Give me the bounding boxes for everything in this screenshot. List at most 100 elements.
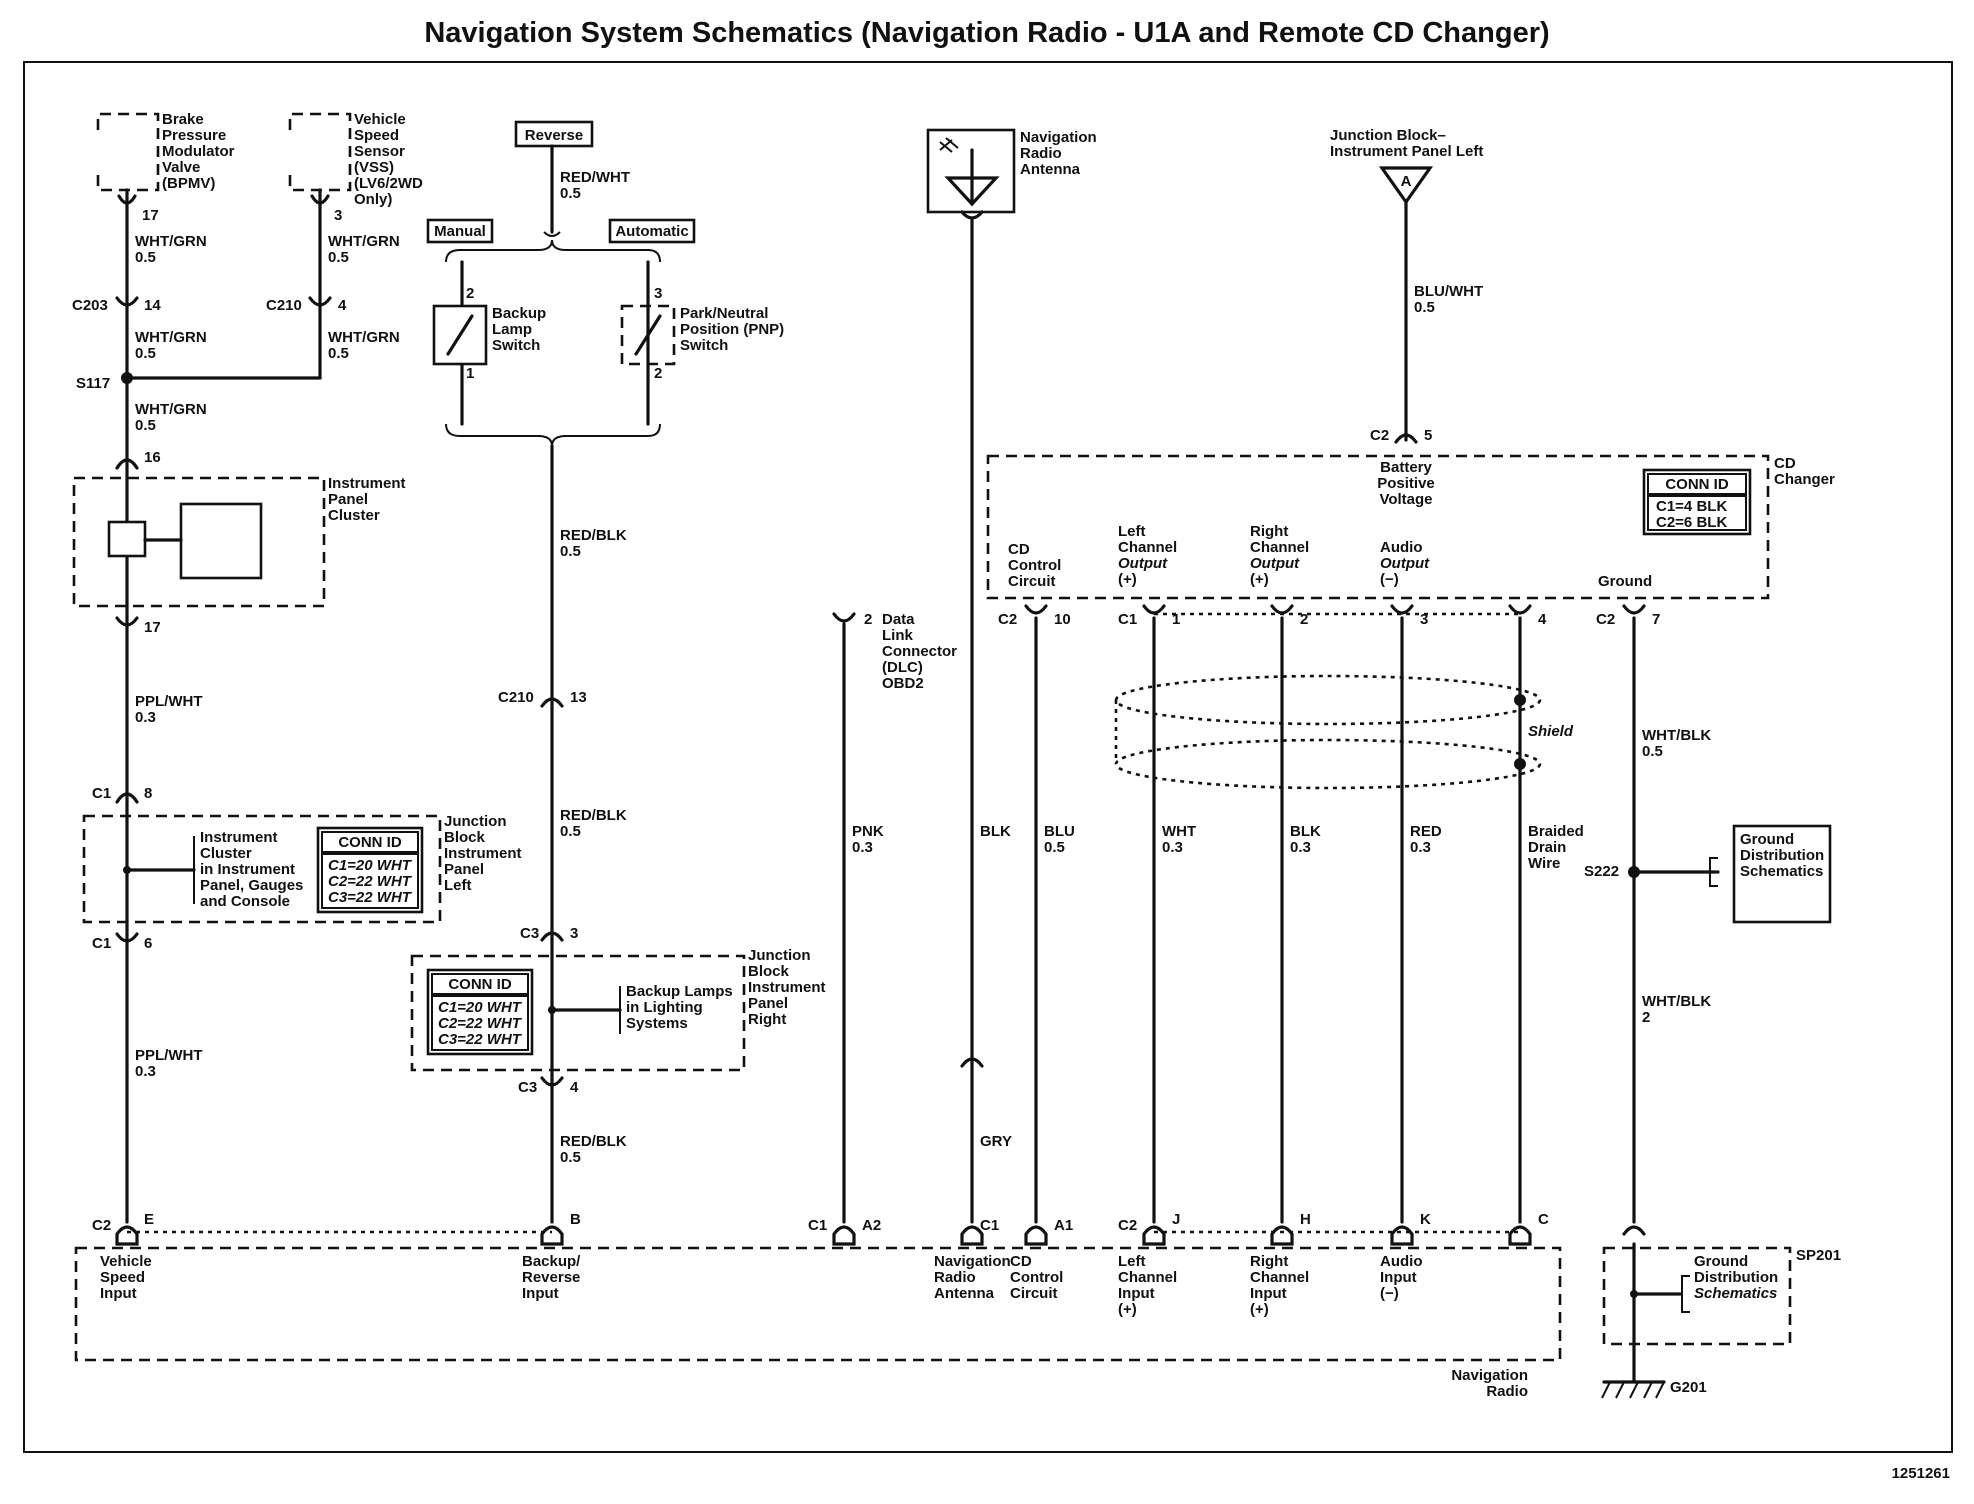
svg-text:C2: C2 <box>92 1217 111 1234</box>
svg-text:A2: A2 <box>862 1217 881 1234</box>
svg-text:2: 2 <box>1300 611 1308 628</box>
svg-text:C3: C3 <box>520 925 539 942</box>
svg-text:2: 2 <box>654 365 662 382</box>
svg-text:Junction Block–Instrument Pane: Junction Block–Instrument Panel Left <box>1330 127 1483 160</box>
svg-text:S117: S117 <box>76 375 110 392</box>
svg-text:C1: C1 <box>980 1217 999 1234</box>
svg-text:C1: C1 <box>808 1217 827 1234</box>
svg-text:C203: C203 <box>72 297 108 314</box>
radio-connector-pins <box>115 1225 1646 1246</box>
svg-text:17: 17 <box>144 619 161 636</box>
svg-text:4: 4 <box>338 297 347 314</box>
svg-text:C1: C1 <box>92 935 111 952</box>
svg-text:Automatic: Automatic <box>615 223 688 240</box>
svg-text:4: 4 <box>570 1079 579 1096</box>
svg-text:1: 1 <box>466 365 474 382</box>
svg-text:BLK: BLK <box>980 823 1011 840</box>
svg-text:CONN ID: CONN ID <box>338 834 402 851</box>
svg-text:Ground: Ground <box>1598 573 1652 590</box>
svg-text:SP201: SP201 <box>1796 1247 1841 1264</box>
svg-text:3: 3 <box>1420 611 1428 628</box>
figure-number: 1251261 <box>1892 1465 1950 1482</box>
svg-text:16: 16 <box>144 449 161 466</box>
svg-text:14: 14 <box>144 297 161 314</box>
svg-text:CONN ID: CONN ID <box>1665 476 1729 493</box>
sp201-block: SP201 <box>1602 1242 1841 1384</box>
reverse-box: Reverse <box>514 120 594 148</box>
svg-text:Shield: Shield <box>1528 723 1574 740</box>
splice-s117 <box>121 372 133 384</box>
svg-text:3: 3 <box>334 207 342 224</box>
svg-text:GRY: GRY <box>980 1133 1012 1150</box>
svg-text:7: 7 <box>1652 611 1660 628</box>
svg-text:6: 6 <box>144 935 152 952</box>
diagram-frame <box>23 61 1953 1453</box>
diagram-title: Navigation System Schematics (Navigation… <box>424 17 1549 49</box>
svg-text:CONN ID: CONN ID <box>448 976 512 993</box>
svg-text:G201: G201 <box>1670 1379 1707 1396</box>
svg-text:C210: C210 <box>266 297 302 314</box>
shield: Shield <box>1114 674 1574 790</box>
svg-text:10: 10 <box>1054 611 1071 628</box>
automatic-box: Automatic <box>608 218 696 244</box>
svg-text:3: 3 <box>570 925 578 942</box>
svg-text:8: 8 <box>144 785 152 802</box>
svg-text:B: B <box>570 1211 581 1228</box>
svg-text:13: 13 <box>570 689 587 706</box>
junction-block-ip-left-top: Junction Block–Instrument Panel Left A <box>1330 127 1483 205</box>
svg-text:C1: C1 <box>92 785 111 802</box>
svg-text:17: 17 <box>142 207 159 224</box>
svg-text:S222: S222 <box>1584 863 1619 880</box>
svg-text:A: A <box>1401 173 1412 190</box>
svg-text:C2: C2 <box>1370 427 1389 444</box>
svg-text:1: 1 <box>1172 611 1180 628</box>
svg-text:C3: C3 <box>518 1079 537 1096</box>
ground-g201: G201 <box>1601 1379 1707 1399</box>
